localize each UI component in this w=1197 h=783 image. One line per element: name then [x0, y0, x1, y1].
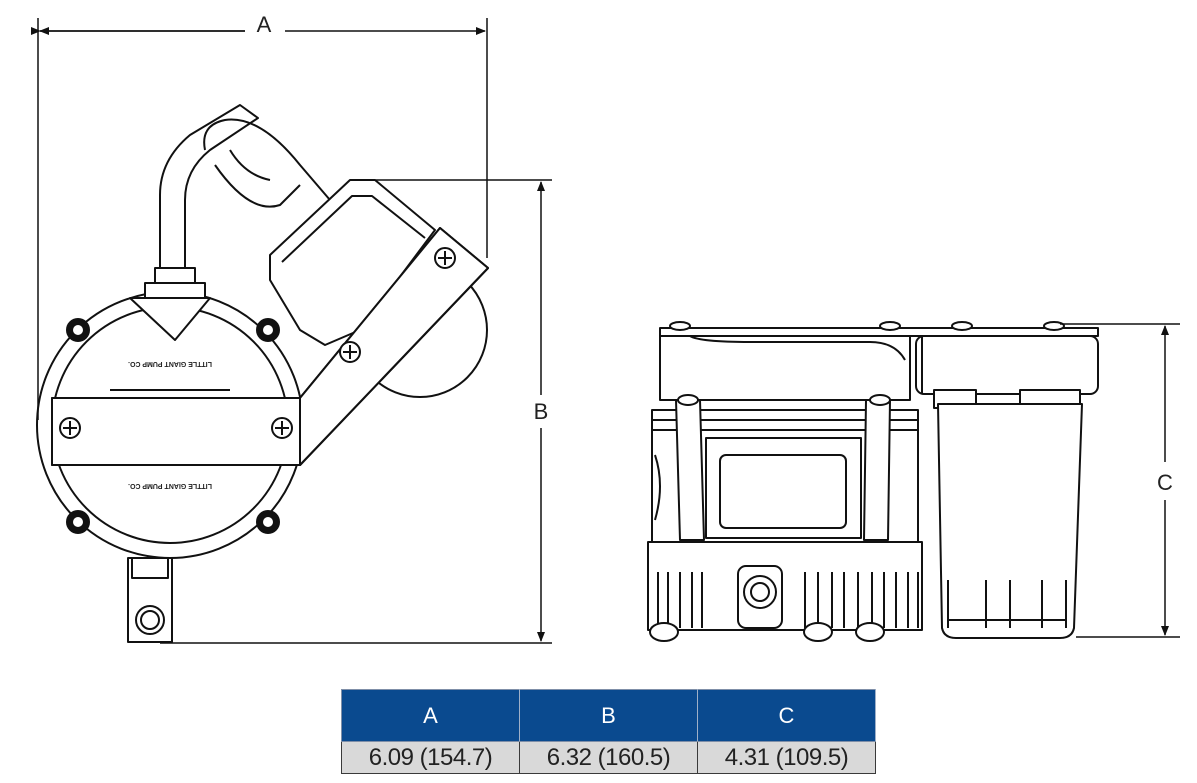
pump-top-view: LITTLE GIANT PUMP CO. LITTLE GIANT PUMP … [36, 104, 489, 643]
cord-loop [203, 118, 331, 208]
base-vents [657, 572, 919, 628]
top-plate [659, 327, 1099, 337]
dimension-label-a: A [257, 12, 272, 37]
dimension-a [31, 18, 488, 420]
pump-dimension-drawing: LITTLE GIANT PUMP CO. LITTLE GIANT PUMP … [31, 12, 1180, 644]
table-header-c: C [697, 689, 876, 742]
pump-side-view [647, 321, 1099, 642]
table-header-b: B [519, 689, 698, 742]
motor-dome [659, 335, 911, 401]
discharge-pipe [159, 104, 259, 271]
table-cell-b: 6.32 (160.5) [519, 741, 698, 774]
pump-base [647, 541, 923, 631]
housing-text-top: LITTLE GIANT PUMP CO. [128, 360, 212, 367]
table-header-row: A B C [341, 689, 876, 742]
housing-text-bottom: LITTLE GIANT PUMP CO. [128, 482, 212, 489]
table-cell-c: 4.31 (109.5) [697, 741, 876, 774]
dimension-b [160, 179, 552, 644]
bracket-screws [59, 247, 456, 439]
dimension-c [1060, 323, 1180, 638]
base-feet [649, 622, 885, 642]
dimension-table: A B C 6.09 (154.7) 6.32 (160.5) 4.31 (10… [341, 689, 876, 774]
table-row: 6.09 (154.7) 6.32 (160.5) 4.31 (109.5) [341, 741, 876, 774]
float-cup [937, 403, 1083, 639]
dimension-label-b: B [534, 399, 549, 424]
top-screws [669, 321, 1065, 331]
switch-housing-top [915, 335, 1099, 395]
table-header-a: A [341, 689, 520, 742]
table-cell-a: 6.09 (154.7) [341, 741, 520, 774]
dimension-label-c: C [1157, 470, 1173, 495]
label-window [719, 454, 847, 529]
